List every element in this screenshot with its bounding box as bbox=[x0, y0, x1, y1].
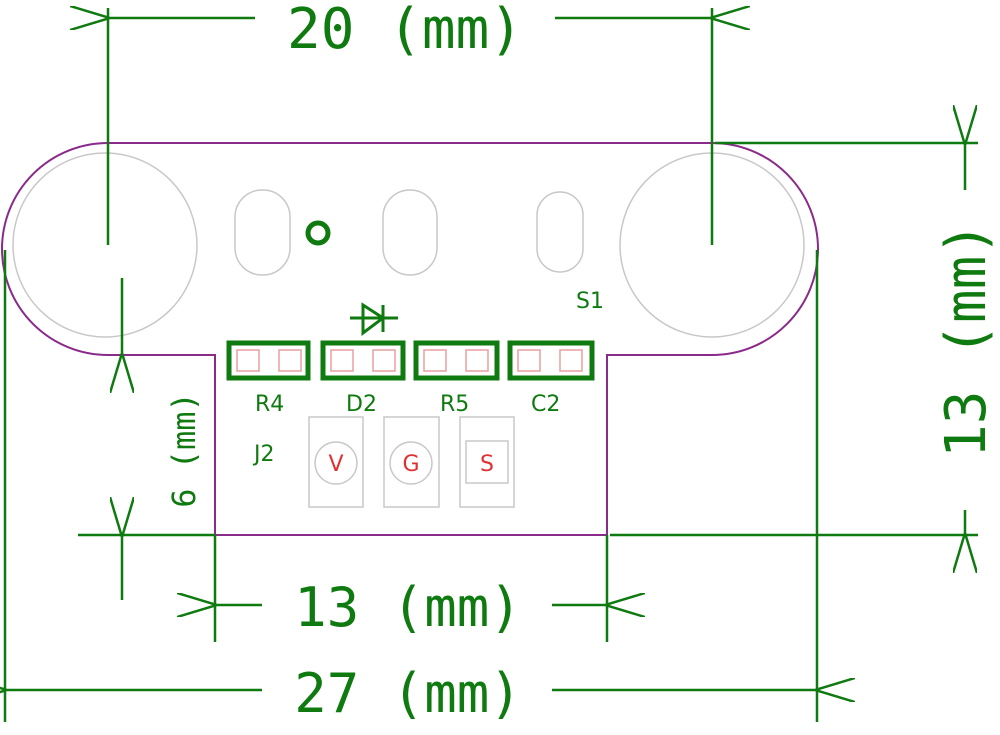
footprint-d2 bbox=[320, 340, 406, 381]
slot-2 bbox=[382, 189, 438, 276]
footprint-r4 bbox=[226, 340, 311, 381]
dimension-top: 20 (mm) bbox=[108, 0, 712, 245]
dimension-right-label: 13 (mm) bbox=[934, 222, 999, 458]
label-s1: S1 bbox=[576, 289, 604, 314]
dimension-top-label: 20 (mm) bbox=[287, 0, 523, 62]
dimension-right: 13 (mm) bbox=[610, 143, 999, 535]
pin-s-label: S bbox=[480, 452, 494, 477]
slot-1 bbox=[234, 189, 291, 276]
mount-hole-left bbox=[12, 152, 198, 338]
via-marker bbox=[305, 220, 331, 246]
dimension-left-notch: 6 (mm) bbox=[78, 278, 215, 600]
pin-v: V bbox=[308, 416, 364, 508]
dimension-left-notch-label: 6 (mm) bbox=[165, 392, 203, 508]
dimension-bottom-notch: 13 (mm) bbox=[215, 535, 607, 642]
diode-symbol bbox=[350, 302, 398, 336]
label-d2: D2 bbox=[346, 392, 377, 417]
dimension-overall-label: 27 (mm) bbox=[294, 662, 522, 725]
pin-v-label: V bbox=[328, 452, 343, 477]
pin-g-label: G bbox=[402, 452, 419, 477]
footprint-r5 bbox=[413, 340, 500, 381]
footprint-c2 bbox=[507, 340, 595, 381]
pin-g: G bbox=[383, 416, 440, 508]
dimension-overall: 27 (mm) bbox=[5, 250, 817, 725]
label-r5: R5 bbox=[440, 392, 469, 417]
slot-3 bbox=[536, 191, 584, 273]
label-r4: R4 bbox=[255, 392, 284, 417]
pin-s: S bbox=[459, 416, 515, 508]
label-j2: J2 bbox=[252, 442, 275, 467]
label-c2: C2 bbox=[531, 392, 560, 417]
dimension-bottom-notch-label: 13 (mm) bbox=[294, 576, 522, 639]
